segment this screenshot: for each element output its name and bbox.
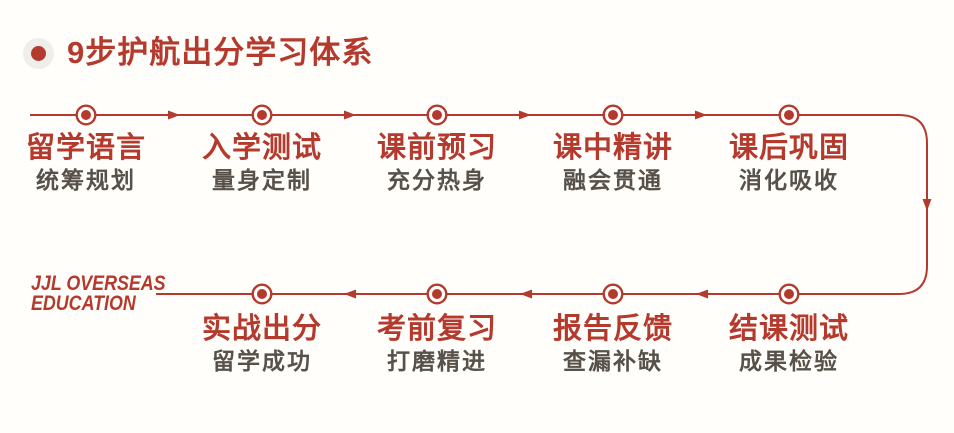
arrow-left-icon bbox=[696, 289, 708, 299]
step-title: 课前预习 bbox=[376, 132, 498, 164]
step-item: 结课测试 成果检验 bbox=[729, 314, 849, 374]
step-subtitle: 统筹规划 bbox=[35, 167, 136, 193]
red-dot-icon bbox=[31, 45, 46, 61]
step-subtitle: 融会贯通 bbox=[562, 167, 663, 193]
diagram-header: 9步护航出分学习体系 bbox=[23, 37, 373, 69]
step-subtitle: 查漏补缺 bbox=[562, 348, 663, 374]
step-subtitle: 留学成功 bbox=[211, 348, 312, 374]
step-node bbox=[426, 283, 448, 305]
step-node bbox=[426, 104, 448, 126]
step-node bbox=[251, 104, 273, 126]
step-subtitle: 成果检验 bbox=[738, 348, 839, 374]
step-item: 留学语言 统筹规划 bbox=[26, 133, 146, 193]
arrow-left-icon bbox=[520, 289, 532, 299]
brand-logo: JJL OVERSEAS EDUCATION bbox=[31, 272, 166, 315]
step-node bbox=[75, 104, 97, 126]
step-node bbox=[778, 283, 800, 305]
step-subtitle: 量身定制 bbox=[211, 167, 312, 193]
step-node bbox=[778, 104, 800, 126]
step-item: 入学测试 量身定制 bbox=[202, 133, 322, 193]
brand-line-2: EDUCATION bbox=[31, 292, 136, 315]
step-node bbox=[251, 283, 273, 305]
step-title: 结课测试 bbox=[728, 313, 850, 345]
step-subtitle: 充分热身 bbox=[386, 167, 487, 193]
step-title: 留学语言 bbox=[25, 132, 147, 164]
step-title: 实战出分 bbox=[201, 313, 323, 345]
step-item: 课前预习 充分热身 bbox=[377, 133, 497, 193]
step-node bbox=[602, 283, 624, 305]
step-subtitle: 打磨精进 bbox=[386, 348, 487, 374]
title-bullet-icon bbox=[23, 37, 54, 69]
step-title: 考前复习 bbox=[376, 313, 498, 345]
page-title: 9步护航出分学习体系 bbox=[67, 35, 374, 70]
arrow-right-icon bbox=[695, 110, 707, 120]
step-item: 报告反馈 查漏补缺 bbox=[553, 314, 673, 374]
step-node bbox=[602, 104, 624, 126]
step-item: 考前复习 打磨精进 bbox=[377, 314, 497, 374]
arrow-right-icon bbox=[344, 110, 356, 120]
arrow-down-icon bbox=[922, 199, 932, 211]
step-item: 课后巩固 消化吸收 bbox=[729, 133, 849, 193]
arrow-right-icon bbox=[519, 110, 531, 120]
arrow-left-icon bbox=[344, 289, 356, 299]
step-item: 课中精讲 融会贯通 bbox=[553, 133, 673, 193]
step-title: 课后巩固 bbox=[728, 132, 850, 164]
step-item: 实战出分 留学成功 bbox=[202, 314, 322, 374]
arrow-right-icon bbox=[168, 110, 180, 120]
brand-line-1: JJL OVERSEAS bbox=[31, 272, 166, 295]
step-title: 入学测试 bbox=[201, 132, 323, 164]
step-subtitle: 消化吸收 bbox=[738, 167, 839, 193]
step-title: 课中精讲 bbox=[552, 132, 674, 164]
step-title: 报告反馈 bbox=[552, 313, 674, 345]
